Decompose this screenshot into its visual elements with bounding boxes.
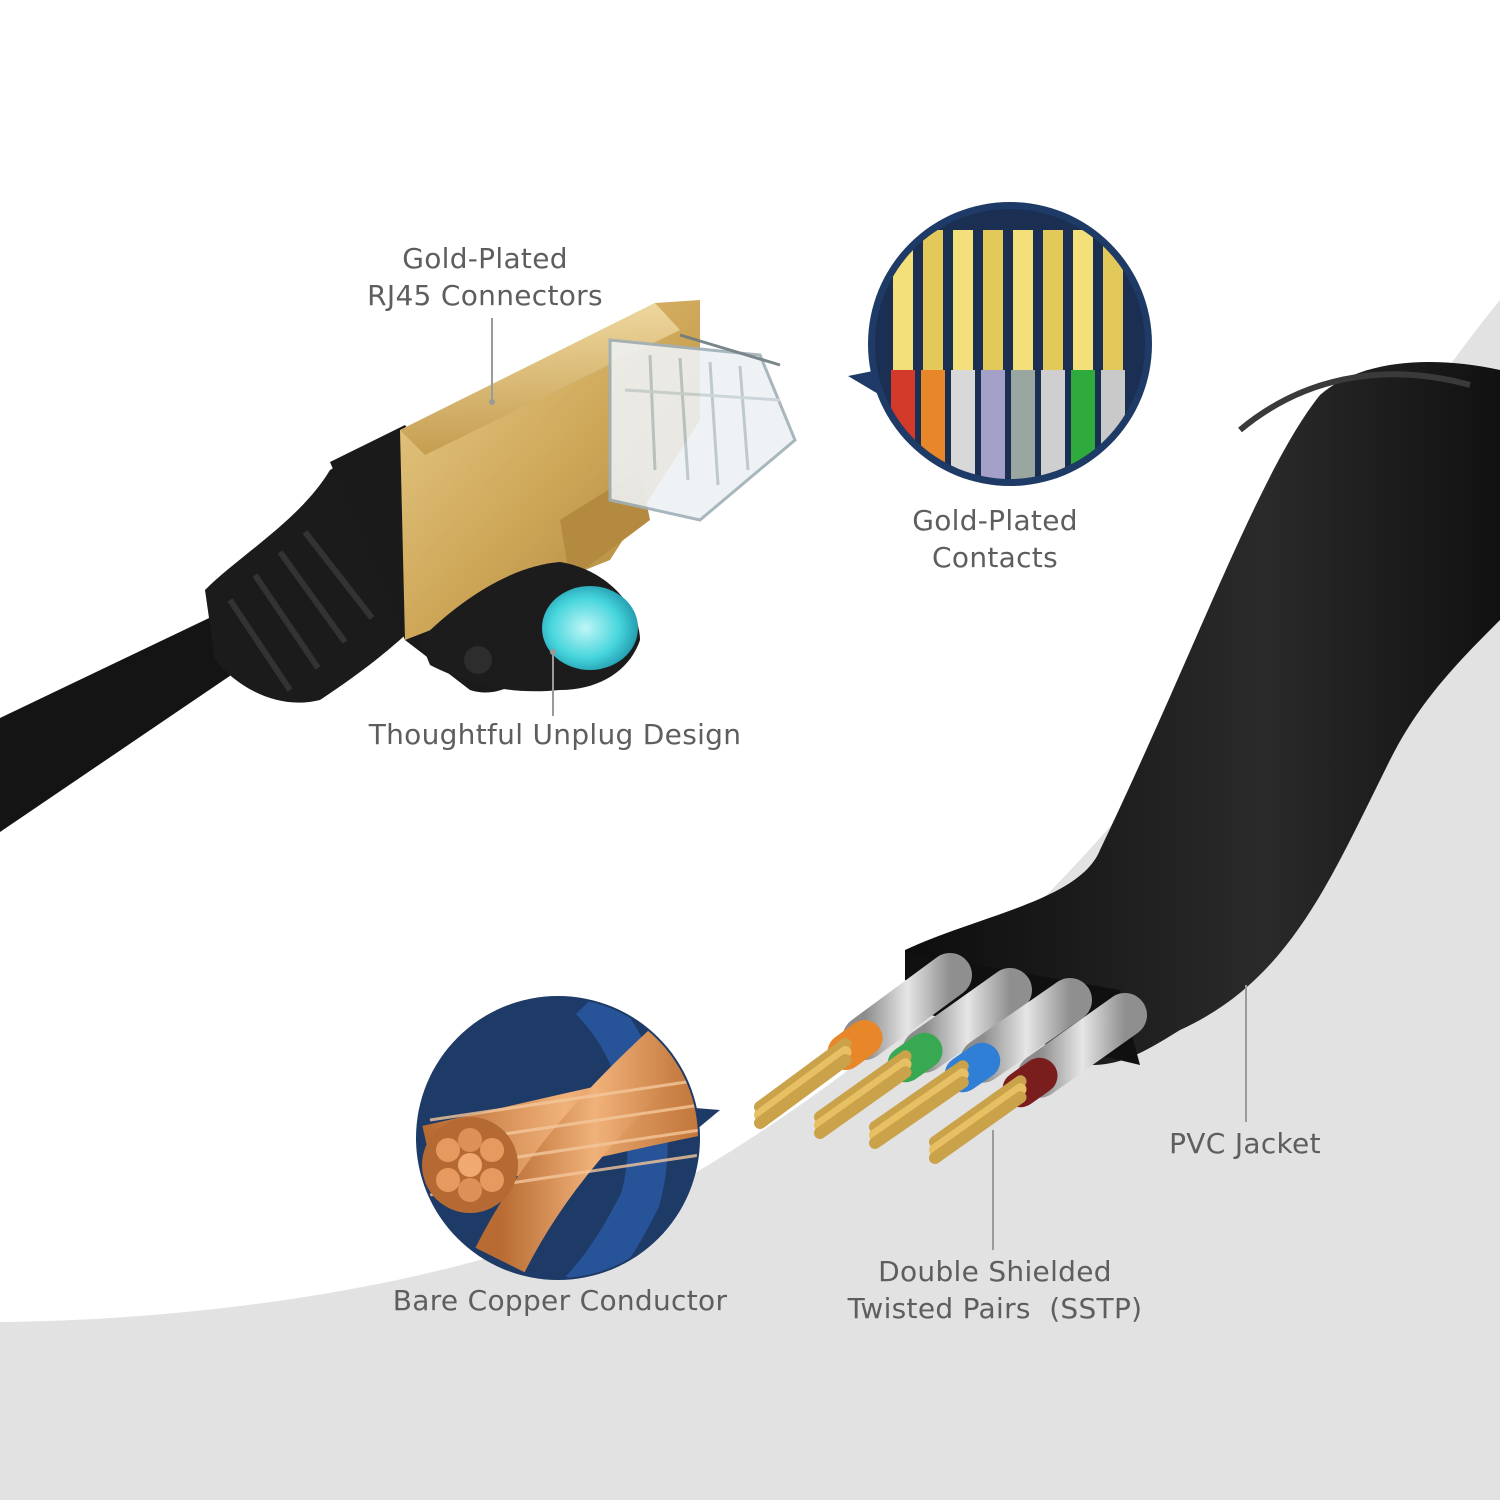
label-bare-copper-conductor: Bare Copper Conductor — [360, 1282, 760, 1319]
label-double-shielded-twisted-pairs: Double Shielded Twisted Pairs (SSTP) — [800, 1253, 1190, 1327]
gold-contact-pin — [953, 230, 973, 380]
flat-cable — [0, 608, 268, 832]
copper-wire — [869, 1068, 969, 1141]
gold-contact-pin — [1103, 230, 1123, 380]
twisted-pairs — [754, 953, 1147, 1164]
label-gold-plated-rj45-connectors: Gold-Plated RJ45 Connectors — [300, 240, 670, 314]
label-line: Twisted Pairs (SSTP) — [847, 1292, 1143, 1325]
copper-wire — [869, 1076, 969, 1149]
gold-contacts-closeup-icon — [848, 202, 1152, 486]
contact-wire — [951, 370, 975, 479]
gold-contact-pin — [1073, 230, 1093, 380]
floor-backdrop — [0, 300, 1500, 1500]
copper-wire — [754, 1046, 852, 1121]
gold-contact-pin — [983, 230, 1003, 380]
copper-wire — [929, 1075, 1027, 1148]
gold-contact-pin — [1043, 230, 1063, 380]
copper-wire — [814, 1050, 912, 1123]
label-line: Gold-Plated — [912, 504, 1078, 537]
label-gold-plated-contacts: Gold-Plated Contacts — [840, 502, 1150, 576]
clear-plug-tip — [608, 333, 797, 522]
copper-wire — [929, 1091, 1027, 1164]
copper-wire — [814, 1066, 912, 1139]
unplug-tab-highlight — [542, 586, 638, 670]
gold-contact-pin — [923, 230, 943, 380]
gold-contact-pin — [1013, 230, 1033, 380]
label-line: RJ45 Connectors — [367, 279, 603, 312]
copper-strands-closeup-icon — [416, 996, 720, 1280]
copper-wire — [754, 1054, 852, 1129]
copper-wire — [754, 1038, 852, 1113]
contact-wire — [981, 370, 1005, 479]
label-pvc-jacket: PVC Jacket — [1120, 1125, 1370, 1162]
leader-lines — [491, 318, 1247, 1250]
label-line: Gold-Plated — [402, 242, 568, 275]
contact-wire — [1041, 370, 1065, 479]
copper-wire — [814, 1058, 912, 1131]
label-line: Thoughtful Unplug Design — [368, 718, 742, 751]
strand-bundle-end — [422, 1117, 518, 1213]
label-thoughtful-unplug-design: Thoughtful Unplug Design — [340, 716, 770, 753]
rj45-cable-assembly — [0, 300, 797, 832]
copper-wire — [929, 1083, 1027, 1156]
label-line: Double Shielded — [878, 1255, 1112, 1288]
label-line: Bare Copper Conductor — [392, 1284, 728, 1317]
copper-wire — [869, 1060, 969, 1133]
contact-wire — [1011, 370, 1035, 479]
label-line: Contacts — [932, 541, 1058, 574]
label-line: PVC Jacket — [1169, 1127, 1321, 1160]
